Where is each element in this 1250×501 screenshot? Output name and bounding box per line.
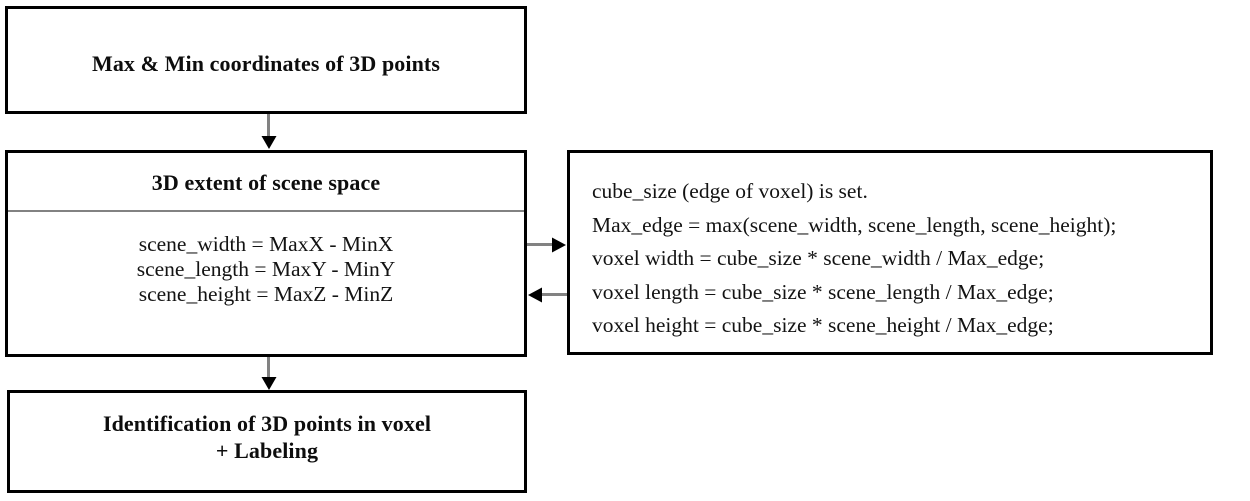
connector-scene-extent-to-voxel-calc-arrow-right	[527, 236, 567, 254]
voxel-calculation-code-line: Max_edge = max(scene_width, scene_length…	[592, 212, 1117, 237]
node-scene-extent-divider	[8, 210, 524, 212]
node-identification-labeling-title: Identification of 3D points in voxel + L…	[10, 411, 524, 465]
voxel-calculation-code-line: voxel width = cube_size * scene_width / …	[592, 246, 1045, 270]
connector-voxel-calc-to-scene-extent-arrow-left	[527, 286, 567, 304]
connector-scene-extent-to-identification-arrow-down	[260, 357, 278, 391]
voxel-calculation-code-list: cube_size (edge of voxel) is set. Max_ed…	[592, 175, 1202, 343]
voxel-calculation-code-line: voxel height = cube_size * scene_height …	[592, 313, 1054, 337]
scene-extent-equation: scene_length = MaxY - MinY	[136, 257, 396, 281]
node-scene-extent-title: 3D extent of scene space	[151, 170, 381, 195]
node-scene-extent: 3D extent of scene space scene_width = M…	[5, 150, 527, 357]
node-identification-labeling: Identification of 3D points in voxel + L…	[7, 390, 527, 493]
voxel-calculation-code-line: cube_size (edge of voxel) is set.	[592, 179, 868, 203]
scene-extent-equation: scene_height = MaxZ - MinZ	[138, 282, 394, 306]
node-max-min-coordinates: Max & Min coordinates of 3D points	[5, 6, 527, 114]
scene-extent-equation: scene_width = MaxX - MinX	[138, 232, 394, 256]
connector-max-min-to-scene-extent-arrow-down	[260, 114, 278, 150]
node-identification-labeling-title-line-1: Identification of 3D points in voxel	[102, 411, 432, 436]
node-max-min-coordinates-title: Max & Min coordinates of 3D points	[91, 51, 441, 76]
scene-extent-equation-list: scene_width = MaxX - MinX scene_length =…	[8, 232, 524, 307]
node-voxel-calculation: cube_size (edge of voxel) is set. Max_ed…	[567, 150, 1213, 355]
node-identification-labeling-title-line-2: + Labeling	[215, 437, 319, 463]
voxel-calculation-code-line: voxel length = cube_size * scene_length …	[592, 279, 1054, 304]
